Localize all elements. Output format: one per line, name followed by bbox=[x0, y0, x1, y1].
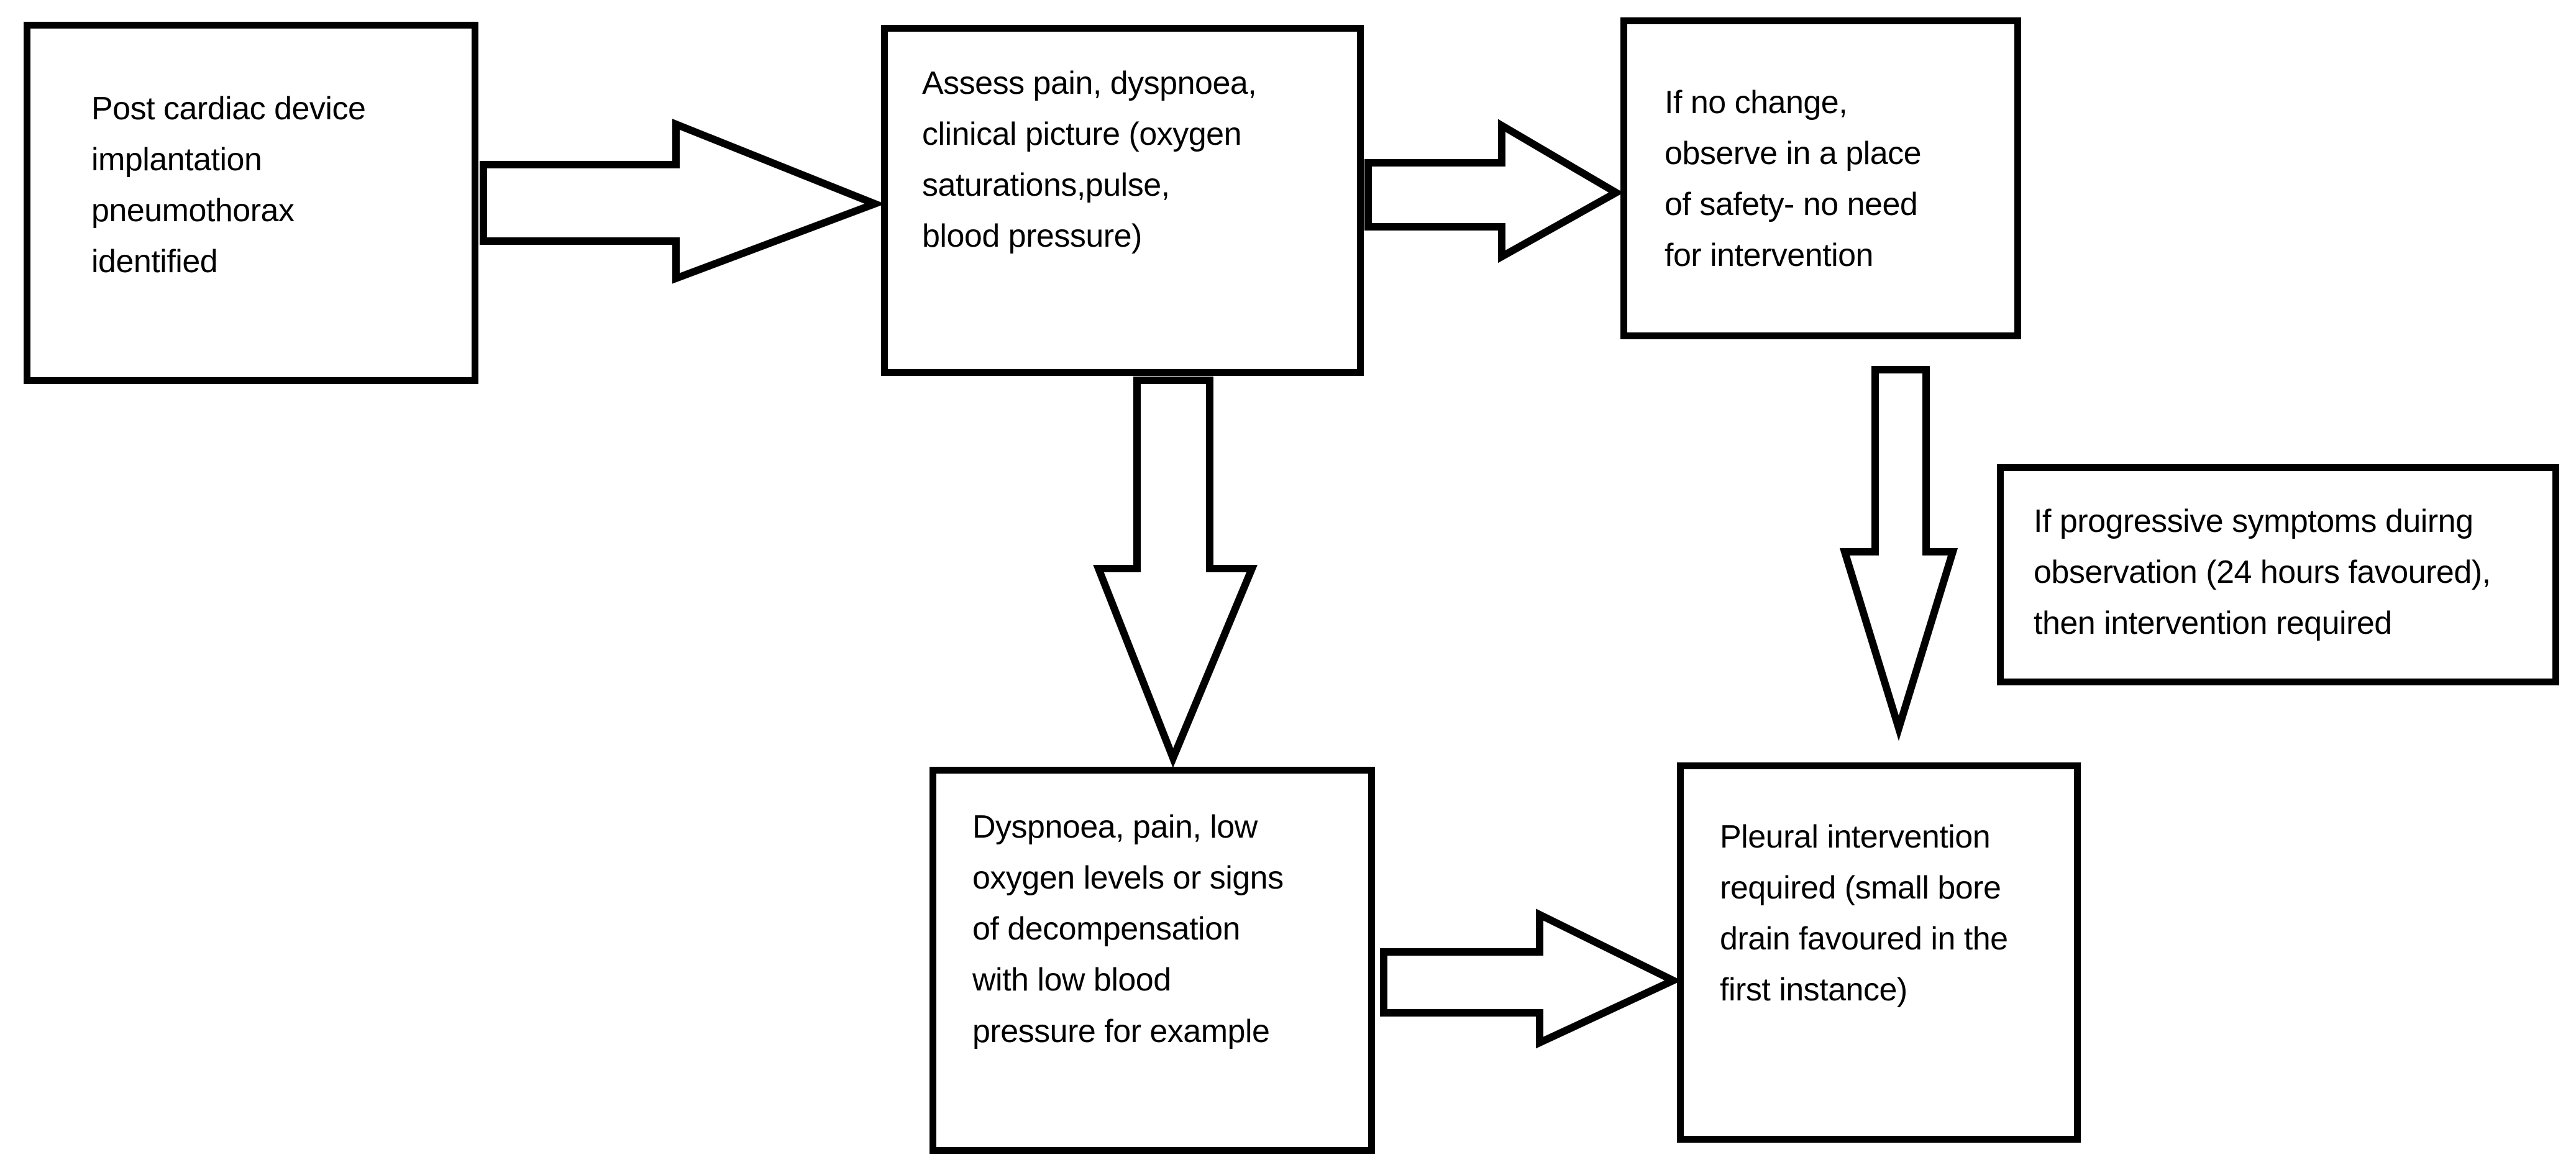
node-assess-symptoms: Assess pain, dyspnoea, clinical picture … bbox=[881, 25, 1364, 376]
node-progressive-symptoms-note: If progressive symptoms duirng observati… bbox=[1997, 464, 2559, 685]
node-pleural-intervention: Pleural intervention required (small bor… bbox=[1677, 762, 2081, 1143]
arrow-n2-to-n3 bbox=[1364, 119, 1624, 263]
node-text: Post cardiac device implantation pneumot… bbox=[91, 91, 366, 280]
arrow-n1-to-n2 bbox=[480, 119, 885, 284]
node-observe-no-change: If no change, observe in a place of safe… bbox=[1620, 17, 2021, 339]
node-text: Pleural intervention required (small bor… bbox=[1720, 819, 2008, 1008]
node-text: If progressive symptoms duirng observati… bbox=[2034, 503, 2491, 642]
arrow-n3-to-n6 bbox=[1839, 366, 1958, 741]
node-pneumothorax-identified: Post cardiac device implantation pneumot… bbox=[24, 22, 478, 384]
node-text: If no change, observe in a place of safe… bbox=[1665, 85, 1922, 274]
node-text: Dyspnoea, pain, low oxygen levels or sig… bbox=[972, 809, 1284, 1049]
arrow-n5-to-n6 bbox=[1380, 908, 1682, 1049]
arrow-n2-to-n5 bbox=[1093, 377, 1258, 768]
node-decompensation-signs: Dyspnoea, pain, low oxygen levels or sig… bbox=[929, 767, 1375, 1154]
node-text: Assess pain, dyspnoea, clinical picture … bbox=[922, 65, 1257, 255]
